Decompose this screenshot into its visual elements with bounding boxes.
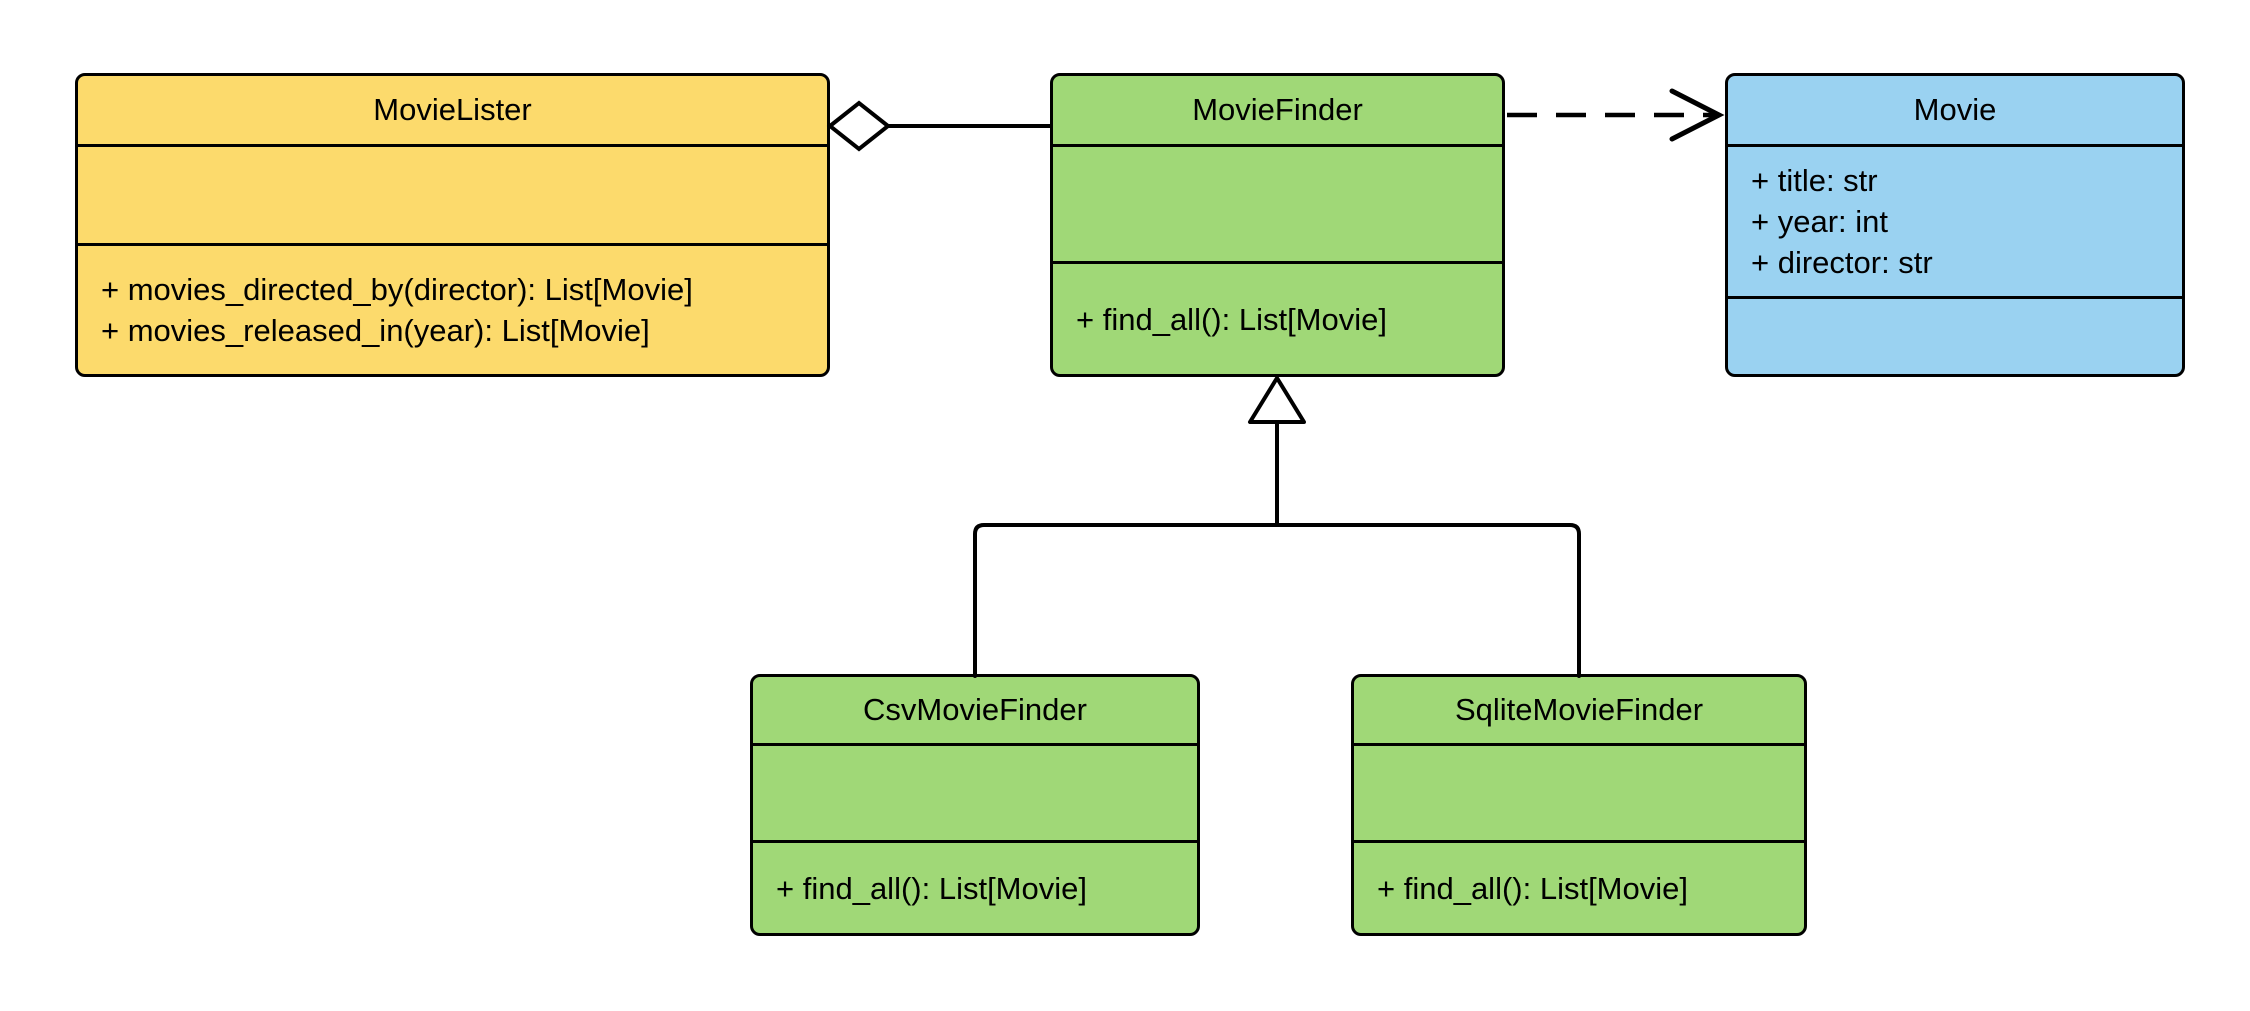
method-label: + find_all(): List[Movie]: [776, 870, 1087, 906]
aggregation-connector-movielister-moviefinder[interactable]: [826, 100, 1052, 152]
class-name-label: SqliteMovieFinder: [1454, 692, 1704, 727]
open-arrowhead-icon: [1669, 88, 1725, 142]
class-movielister[interactable]: MovieLister + movies_directed_by(directo…: [75, 73, 830, 377]
class-name-label: Movie: [1913, 92, 1997, 127]
attributes-section: [1053, 144, 1502, 261]
attributes-section: + title: str + year: int + director: str: [1728, 144, 2182, 296]
methods-section: [1728, 296, 2182, 374]
generalization-connector-subclasses-moviefinder[interactable]: [973, 376, 1581, 678]
methods-section: + find_all(): List[Movie]: [1053, 261, 1502, 374]
class-movie[interactable]: Movie + title: str + year: int + directo…: [1725, 73, 2185, 377]
class-name-label: CsvMovieFinder: [863, 692, 1087, 727]
class-title: CsvMovieFinder: [753, 677, 1197, 743]
class-title: Movie: [1728, 76, 2182, 144]
methods-section: + movies_directed_by(director): List[Mov…: [78, 243, 827, 374]
class-sqlitemoviefinder[interactable]: SqliteMovieFinder + find_all(): List[Mov…: [1351, 674, 1807, 936]
class-name-label: MovieLister: [373, 92, 532, 127]
class-name-label: MovieFinder: [1192, 92, 1363, 127]
method-label: + find_all(): List[Movie]: [1076, 301, 1387, 337]
attributes-section: [78, 144, 827, 243]
class-title: MovieFinder: [1053, 76, 1502, 144]
class-csvmoviefinder[interactable]: CsvMovieFinder + find_all(): List[Movie]: [750, 674, 1200, 936]
attributes-section: [753, 743, 1197, 840]
class-title: SqliteMovieFinder: [1354, 677, 1804, 743]
attribute-label: + title: str: [1751, 163, 1878, 198]
method-label: + movies_released_in(year): List[Movie]: [101, 313, 650, 348]
generalization-branch-line: [973, 523, 1581, 678]
attribute-label: + director: str: [1751, 245, 1933, 280]
method-label: + find_all(): List[Movie]: [1377, 870, 1688, 906]
attributes-section: [1354, 743, 1804, 840]
attribute-label: + year: int: [1751, 204, 1888, 239]
hollow-diamond-icon: [826, 100, 892, 152]
methods-section: + find_all(): List[Movie]: [753, 840, 1197, 933]
method-label: + movies_directed_by(director): List[Mov…: [101, 272, 693, 307]
class-title: MovieLister: [78, 76, 827, 144]
hollow-triangle-icon: [1248, 376, 1306, 424]
dependency-connector-moviefinder-movie[interactable]: [1507, 88, 1725, 142]
class-moviefinder[interactable]: MovieFinder + find_all(): List[Movie]: [1050, 73, 1505, 377]
methods-section: + find_all(): List[Movie]: [1354, 840, 1804, 933]
